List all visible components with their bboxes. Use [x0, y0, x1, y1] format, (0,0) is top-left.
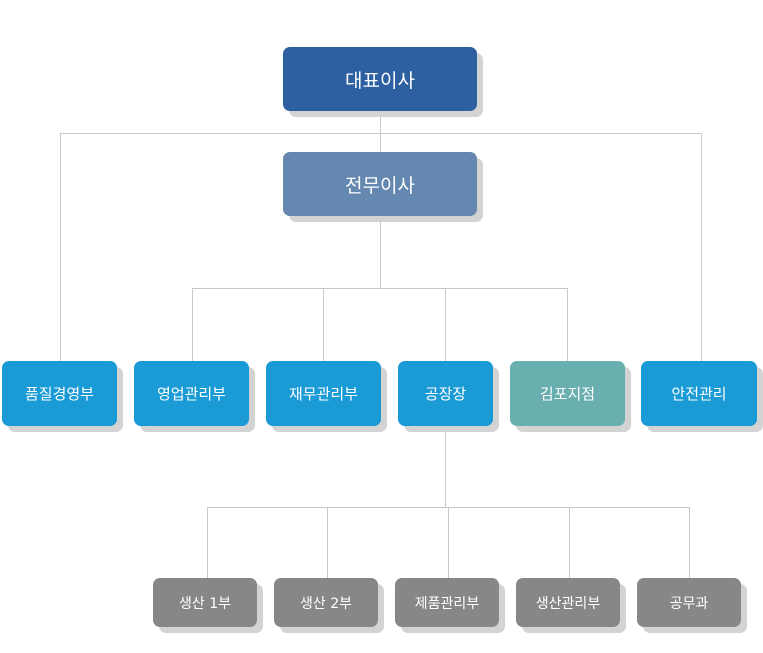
dept-factory-manager: 공장장: [398, 361, 493, 426]
unit-production-2: 생산 2부: [274, 578, 378, 627]
unit-production-1: 생산 1부: [153, 578, 257, 627]
vp-box: 전무이사: [283, 152, 477, 216]
dept-finance-management: 재무관리부: [266, 361, 381, 426]
dept-sales-management: 영업관리부: [134, 361, 249, 426]
unit-product-management: 제품관리부: [395, 578, 499, 627]
unit-engineering: 공무과: [637, 578, 741, 627]
unit-production-management: 생산관리부: [516, 578, 620, 627]
dept-quality-management: 품질경영부: [2, 361, 117, 426]
ceo-box: 대표이사: [283, 47, 477, 111]
dept-gimpo-branch: 김포지점: [510, 361, 625, 426]
dept-safety-management: 안전관리: [641, 361, 757, 426]
